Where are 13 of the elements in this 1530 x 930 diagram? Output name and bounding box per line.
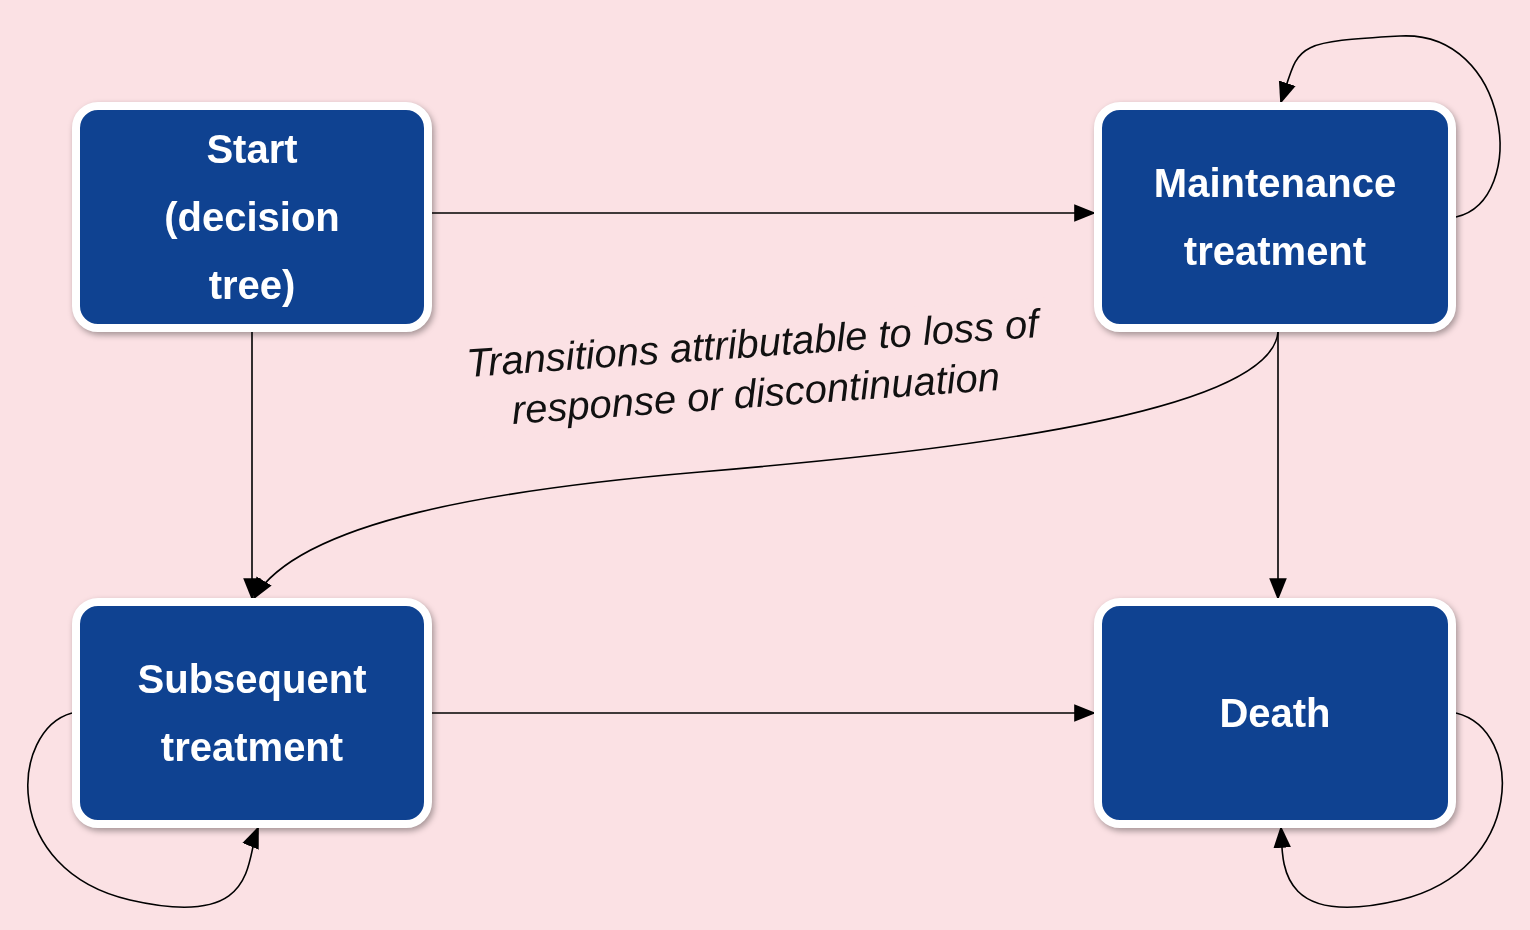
state-label: Death <box>1218 690 1332 737</box>
state-box <box>1094 102 1456 332</box>
self-loop-arrow <box>27 712 261 909</box>
state-label: Start (decision tree) <box>163 126 341 309</box>
state-box <box>72 102 432 332</box>
self-loop-arrow <box>1278 35 1501 218</box>
state-box <box>72 598 432 828</box>
state-label: Maintenance treatment <box>1152 160 1398 275</box>
state-label: Subsequent treatment <box>136 656 368 771</box>
state-box <box>1094 598 1456 828</box>
arrow <box>1269 331 1287 601</box>
arrow <box>243 331 261 601</box>
self-loop-arrow <box>1273 712 1504 909</box>
